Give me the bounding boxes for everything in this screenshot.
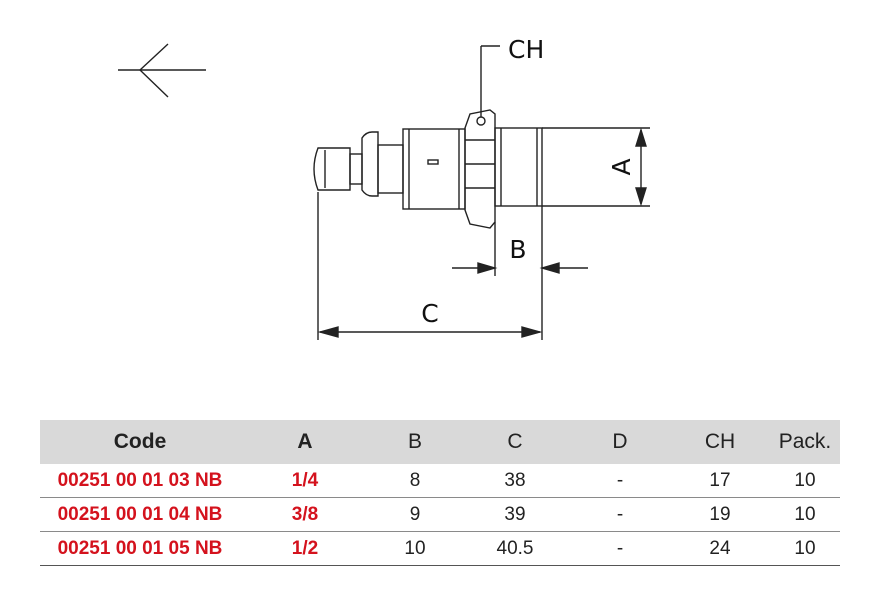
cell-c: 39 <box>460 497 570 532</box>
dimension-b-lines <box>452 206 588 276</box>
header-a: A <box>297 430 313 453</box>
dimension-b-label: B <box>509 235 526 264</box>
dimension-c-label: C <box>421 299 438 328</box>
cell-b: 10 <box>370 531 460 566</box>
cell-code: 00251 00 01 04 NB <box>40 497 240 532</box>
dimension-a-label: A <box>607 158 636 175</box>
cell-ch: 17 <box>670 464 770 498</box>
cell-d: - <box>570 497 670 532</box>
dimension-c-lines <box>317 192 543 340</box>
cell-code: 00251 00 01 03 NB <box>40 464 240 498</box>
technical-drawing: CH A B C <box>118 35 650 340</box>
flow-direction-arrow-icon <box>118 43 206 98</box>
coupling-plug-outline <box>313 109 543 229</box>
cell-d: - <box>570 531 670 566</box>
header-ch: CH <box>704 430 736 453</box>
cell-code: 00251 00 01 05 NB <box>40 531 240 566</box>
cell-pack: 10 <box>770 497 840 532</box>
header-d: D <box>612 430 628 453</box>
ch-leader <box>476 45 500 126</box>
dimension-a-lines <box>542 127 650 207</box>
header-pack: Pack. <box>778 430 832 453</box>
cell-b: 9 <box>370 497 460 532</box>
cell-ch: 19 <box>670 497 770 532</box>
cell-ch: 24 <box>670 531 770 566</box>
cell-c: 38 <box>460 464 570 498</box>
table-row: 00251 00 01 05 NB 1/2 10 40.5 - 24 10 <box>40 531 840 566</box>
cell-a: 3/8 <box>240 497 370 532</box>
cell-a: 1/4 <box>240 464 370 498</box>
specification-table: Code A B C D CH Pack. 00251 00 01 03 NB … <box>40 420 840 566</box>
table-row: 00251 00 01 04 NB 3/8 9 39 - 19 10 <box>40 497 840 532</box>
cell-pack: 10 <box>770 531 840 566</box>
cell-b: 8 <box>370 464 460 498</box>
cell-c: 40.5 <box>460 531 570 566</box>
cell-pack: 10 <box>770 464 840 498</box>
table-row: 00251 00 01 03 NB 1/4 8 38 - 17 10 <box>40 464 840 498</box>
header-b: B <box>407 430 422 453</box>
cell-a: 1/2 <box>240 531 370 566</box>
header-code: Code <box>113 430 167 453</box>
cell-d: - <box>570 464 670 498</box>
ch-label: CH <box>508 35 544 64</box>
table-header-row: Code A B C D CH Pack. <box>40 420 840 464</box>
header-c: C <box>507 430 523 453</box>
